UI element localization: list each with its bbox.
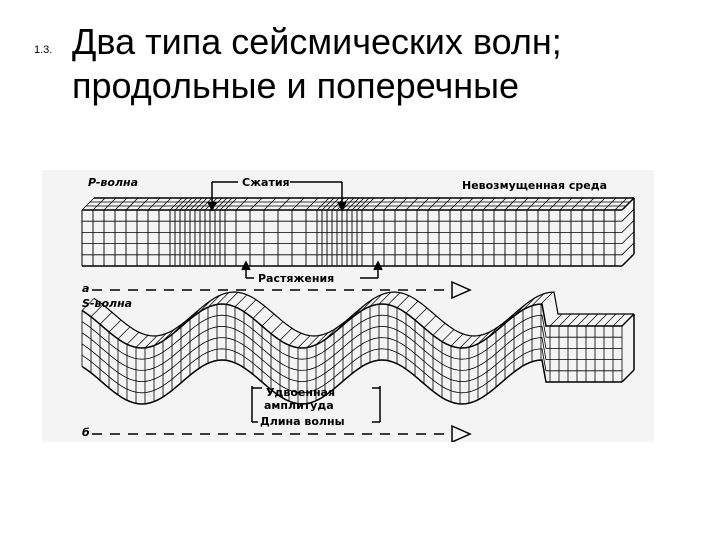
s-wave-label: S-волна — [82, 297, 132, 310]
compression-bracket — [207, 181, 347, 212]
double-amplitude-label-1: Удвоенная — [266, 386, 335, 399]
undisturbed-medium-label: Невозмущенная среда — [462, 179, 607, 192]
compression-label: Сжатия — [242, 176, 290, 189]
p-wave-label: P-волна — [88, 176, 138, 189]
seismic-waves-diagram: P-волна Сжатия Невозмущенная среда Растя… — [81, 176, 635, 442]
direction-arrow-a — [92, 280, 472, 300]
seismic-waves-figure: P-волна Сжатия Невозмущенная среда Растя… — [42, 170, 654, 442]
rarefaction-bracket — [241, 260, 383, 279]
slide-number: 1.3. — [34, 44, 53, 56]
title-line-2: продольные и поперечные — [72, 65, 520, 106]
title-line-1: Два типа сейсмических волн; — [72, 21, 562, 62]
rarefaction-label: Растяжения — [258, 272, 334, 285]
double-amplitude-label-2: амплитуда — [264, 399, 334, 412]
panel-a-letter: а — [82, 282, 89, 295]
panel-b-letter: б — [82, 426, 90, 439]
direction-arrow-b — [92, 424, 472, 442]
wavelength-label: Длина волны — [260, 415, 345, 428]
s-wave-block — [81, 291, 635, 405]
amplitude-bracket — [251, 386, 381, 423]
slide-title: Два типа сейсмических волн; продольные и… — [72, 20, 692, 108]
p-wave-block — [81, 197, 635, 267]
